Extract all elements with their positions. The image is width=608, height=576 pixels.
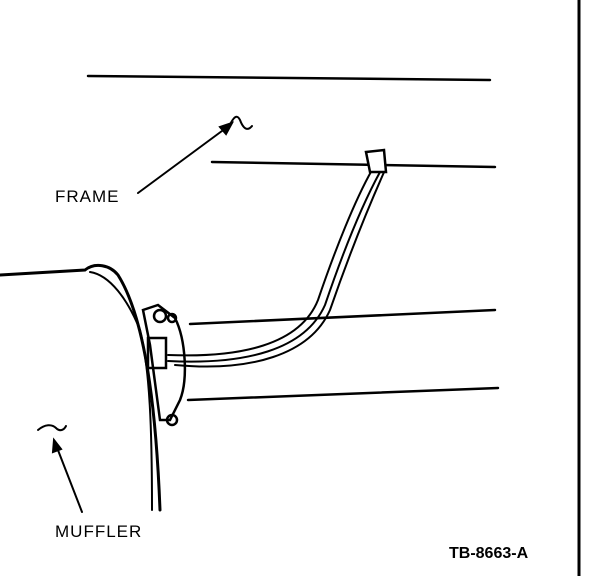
muffler-body — [0, 263, 162, 512]
figure-id: TB-8663-A — [449, 545, 529, 562]
frame-rails — [86, 74, 500, 402]
hanger-strap — [167, 148, 388, 368]
muffler-arrow — [37, 424, 83, 513]
frame-label: FRAME — [55, 187, 120, 206]
frame-arrow — [137, 115, 253, 194]
hanger-bracket — [141, 303, 187, 427]
muffler-label: MUFFLER — [55, 522, 143, 541]
